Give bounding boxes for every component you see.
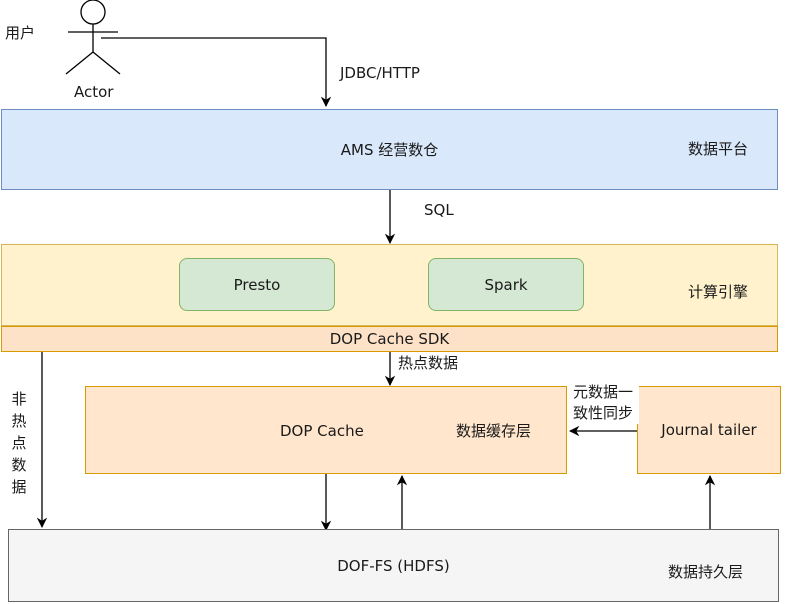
ams-warehouse-title: AMS 经营数仓 <box>340 140 439 159</box>
edge-label-jdbc-http: JDBC/HTTP <box>340 64 420 82</box>
engine-presto-label: Presto <box>233 275 281 294</box>
dop-cache-title: DOP Cache <box>280 422 364 440</box>
compute-engine-layer-label: 计算引擎 <box>688 283 749 301</box>
edge-label-sql: SQL <box>424 201 454 219</box>
edge-label-metadata-sync: 元数据一致性同步 <box>573 382 639 424</box>
compute-engine-layer <box>1 244 778 326</box>
edge-label-non-hot-data: 非热点数据 <box>11 390 27 496</box>
actor-icon <box>65 0 121 75</box>
journal-tailer: Journal tailer <box>637 386 781 474</box>
edge-actor-to-ams <box>101 37 332 108</box>
data-platform-layer-label: 数据平台 <box>688 140 749 158</box>
data-cache-layer-label: 数据缓存层 <box>456 422 532 440</box>
dop-cache-sdk-title: DOP Cache SDK <box>329 330 450 348</box>
engine-presto: Presto <box>179 258 335 311</box>
edge-label-hot-data: 热点数据 <box>398 354 459 372</box>
data-persistence-layer: DOF-FS (HDFS) <box>8 529 779 602</box>
actor-caption: Actor <box>74 83 114 101</box>
dop-cache-sdk: DOP Cache SDK <box>1 326 778 352</box>
data-platform-layer: AMS 经营数仓 <box>1 109 778 190</box>
dof-fs-title: DOF-FS (HDFS) <box>337 556 450 575</box>
data-persistence-layer-label: 数据持久层 <box>668 563 744 581</box>
actor-role-label: 用户 <box>5 24 36 42</box>
engine-spark: Spark <box>428 258 584 311</box>
dop-cache-layer <box>85 386 567 474</box>
engine-spark-label: Spark <box>484 275 528 294</box>
journal-tailer-title: Journal tailer <box>661 421 757 439</box>
